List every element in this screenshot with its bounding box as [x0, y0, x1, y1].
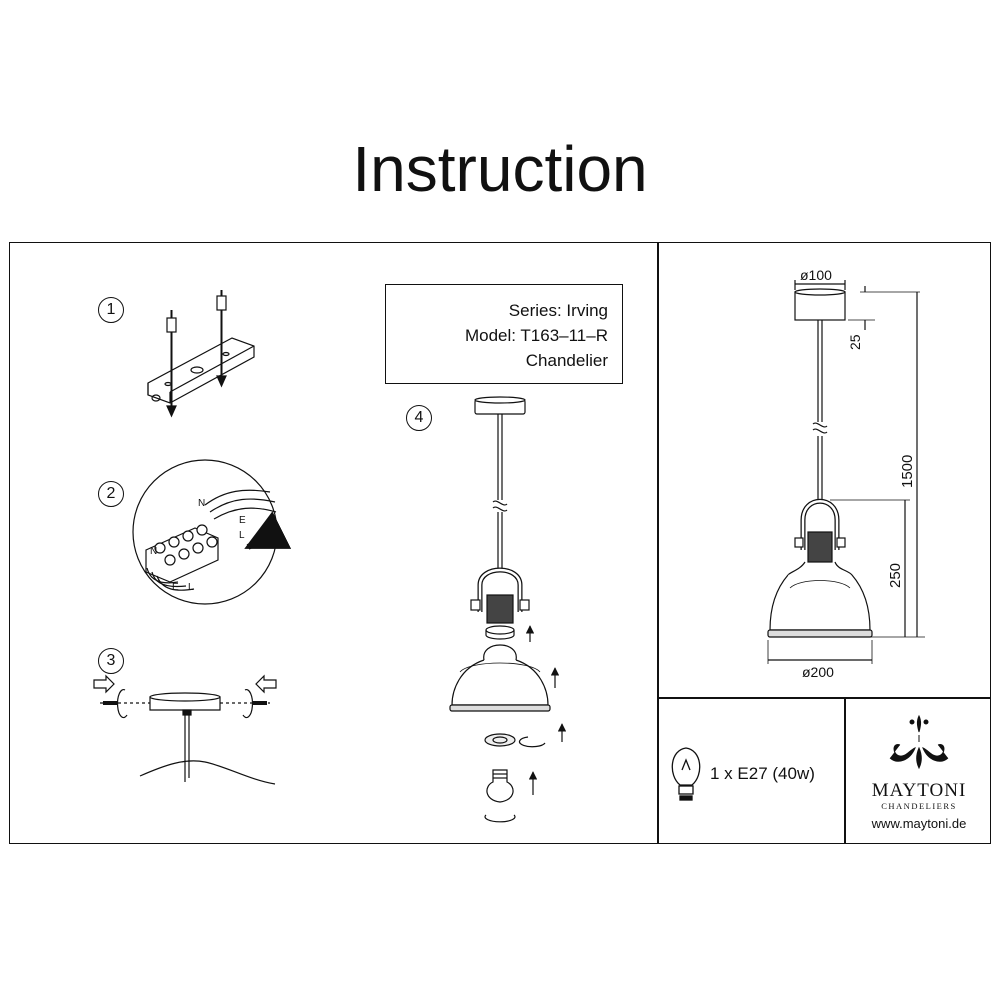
step-number-3: 3	[98, 648, 124, 674]
maytoni-logo-icon	[889, 714, 949, 770]
page-title: Instruction	[352, 133, 648, 205]
wire-label-l-top: L	[239, 530, 245, 541]
dim-shade-diameter: ø200	[802, 664, 834, 680]
model-info-box: Series: Irving Model: T163–11–R Chandeli…	[385, 284, 623, 384]
canopy-fixing-drawing	[93, 674, 277, 785]
brand-name: MAYTONI	[871, 780, 967, 801]
wire-label-l-bottom: L	[188, 582, 194, 593]
dim-total-height: 1500	[899, 455, 916, 488]
type-label: Chandelier	[525, 351, 608, 370]
brand-website: www.maytoni.de	[871, 816, 967, 831]
model-label: Model: T163–11–R	[464, 326, 608, 345]
wire-label-n-top: N	[198, 498, 205, 509]
step-number-1: 1	[98, 297, 124, 323]
wire-label-e-top: E	[239, 515, 246, 526]
dim-canopy-height: 25	[847, 334, 863, 350]
mounting-bracket-drawing	[147, 290, 255, 418]
bulb-spec: 1 x E27 (40w)	[710, 764, 815, 783]
wiring-terminal-drawing	[132, 459, 292, 605]
dimension-drawing	[767, 280, 925, 664]
lamp-assembly-drawing	[449, 396, 567, 823]
bulb-icon	[671, 747, 701, 801]
divider-bottom-right	[844, 697, 846, 844]
instruction-frame	[9, 242, 991, 844]
series-label: Series: Irving	[508, 301, 608, 320]
dim-canopy-diameter: ø100	[800, 267, 832, 283]
divider-right-horizontal	[657, 697, 991, 699]
divider-main	[657, 242, 659, 844]
wire-label-e-bottom: E	[172, 582, 179, 593]
brand-subtitle: CHANDELIERS	[881, 801, 957, 811]
dim-shade-height: 250	[887, 563, 904, 588]
wire-label-n-bottom: N	[150, 546, 157, 557]
step-number-2: 2	[98, 481, 124, 507]
step-number-4: 4	[406, 405, 432, 431]
